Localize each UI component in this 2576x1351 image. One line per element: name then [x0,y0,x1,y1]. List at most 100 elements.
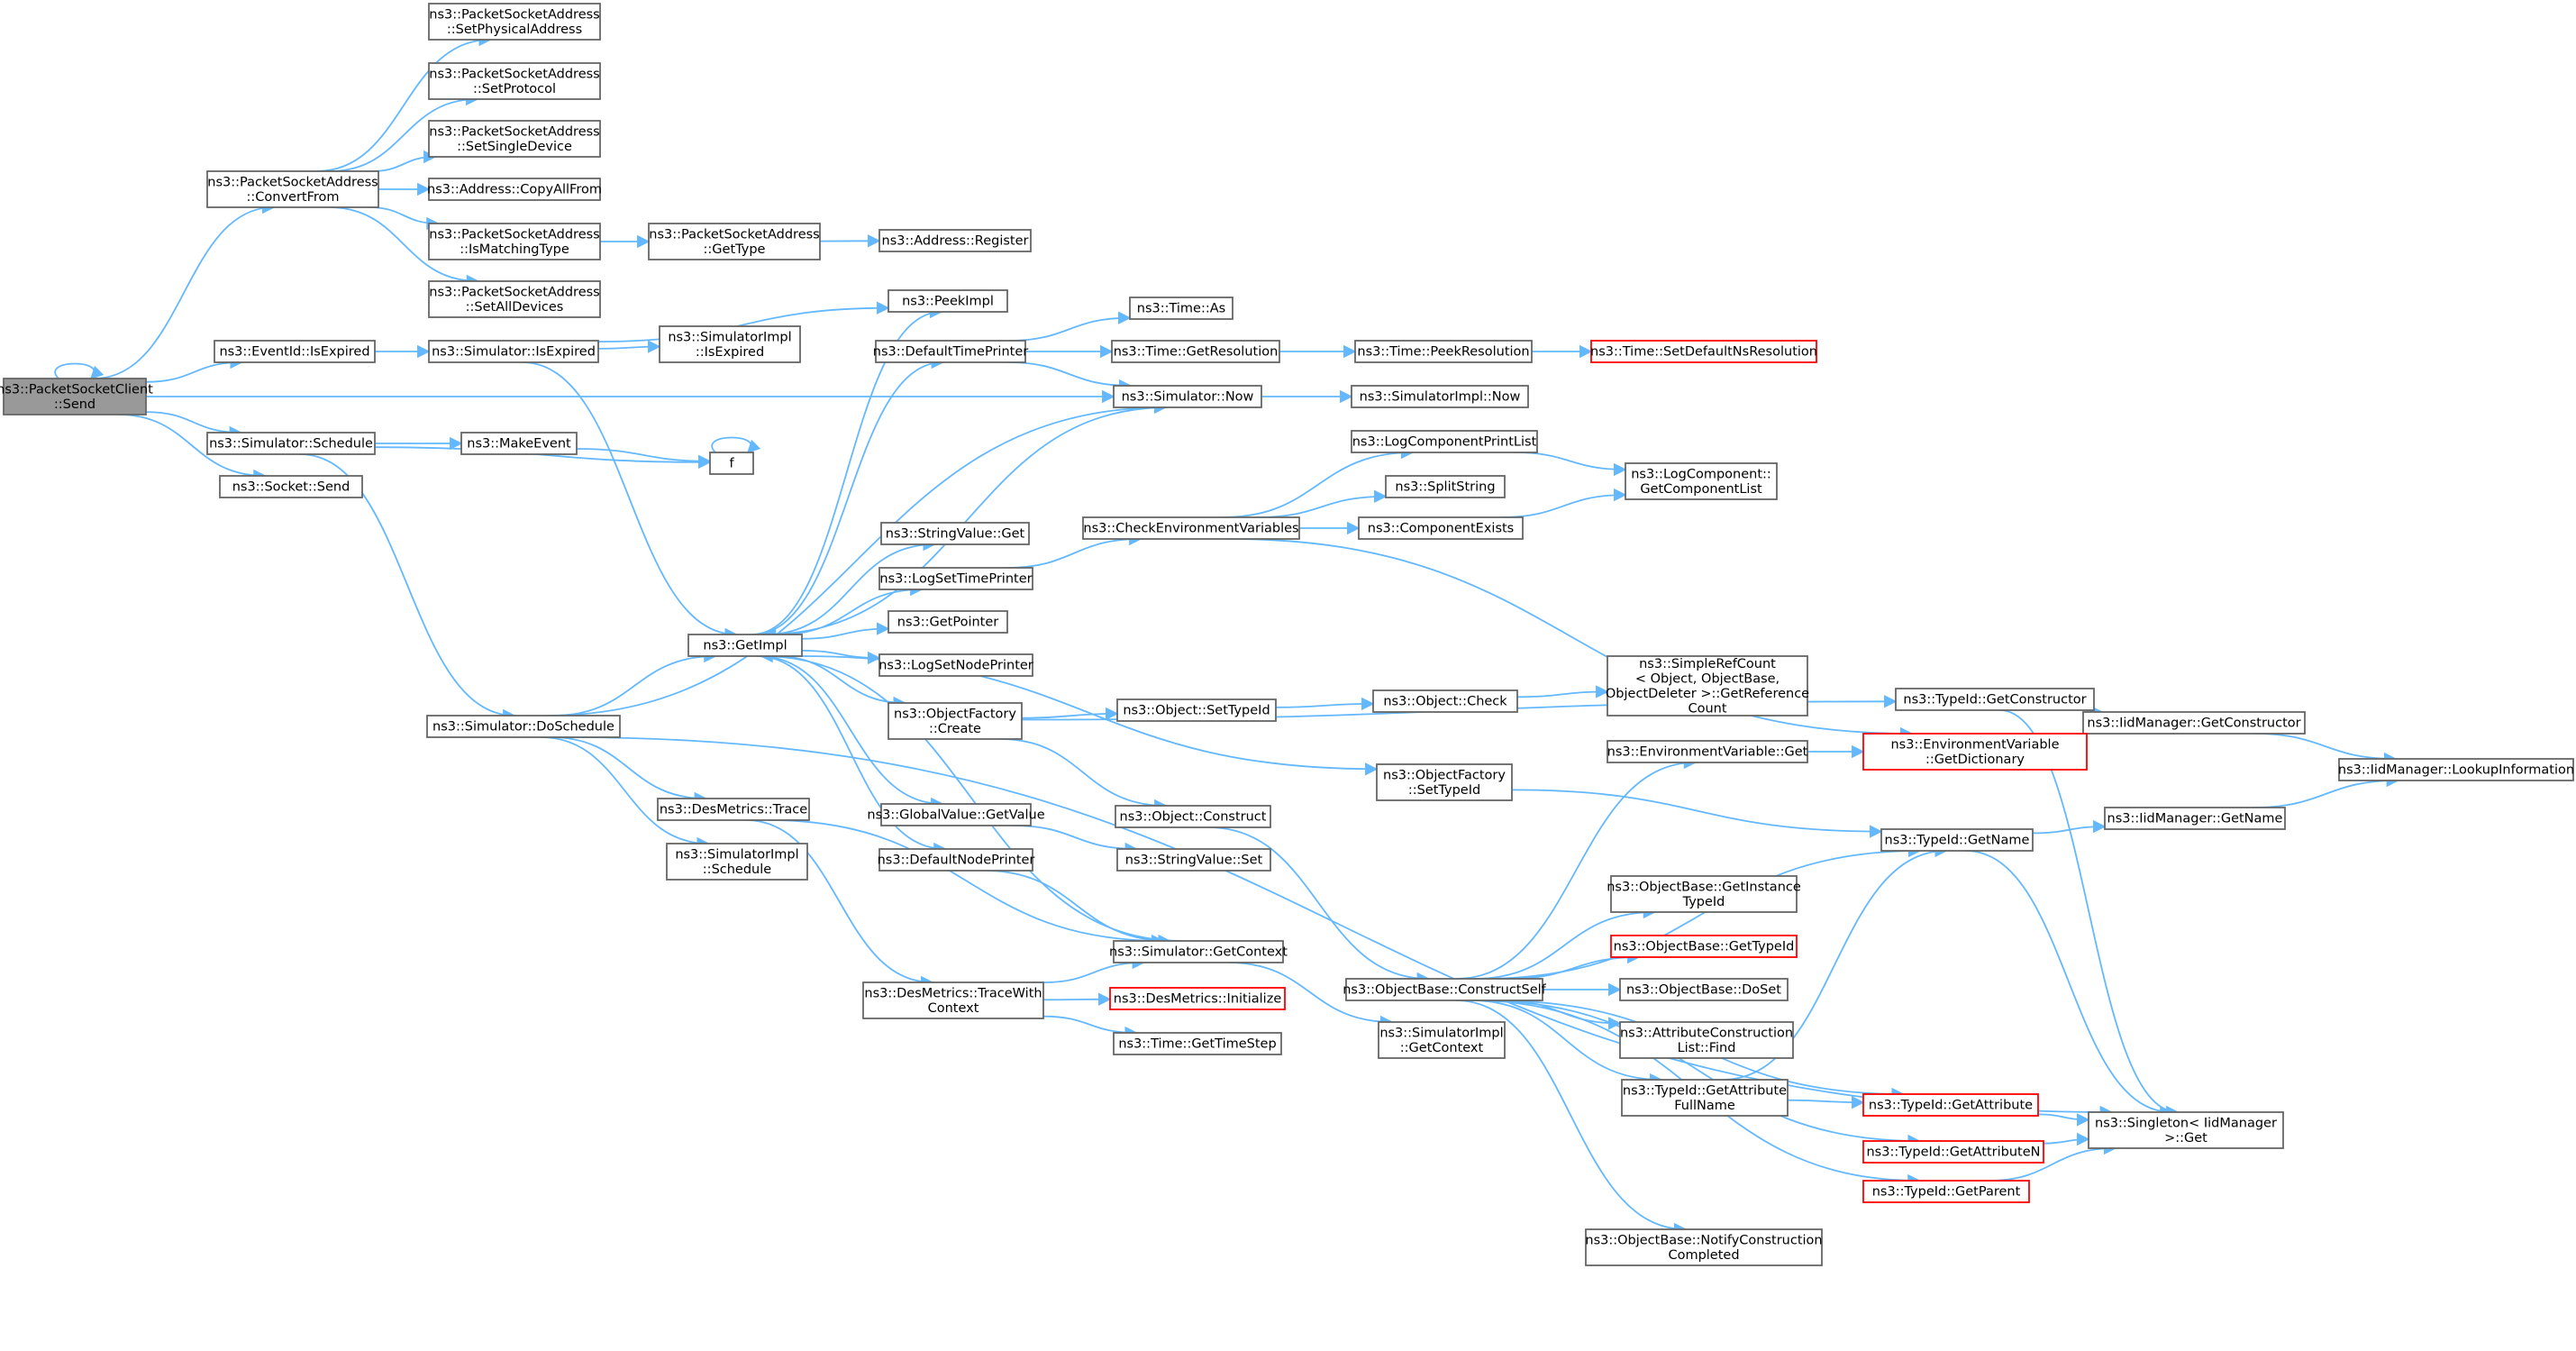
node-time-setdef[interactable]: ns3::Time::SetDefaultNsResolution [1590,340,1817,363]
node-comp-exists[interactable]: ns3::ComponentExists [1358,516,1524,540]
node-time-gettimestep[interactable]: ns3::Time::GetTimeStep [1113,1032,1282,1055]
node-objbase-doset[interactable]: ns3::ObjectBase::DoSet [1619,978,1789,1001]
edge-typeid_getname-to-iidmgr_getname [2032,819,2107,835]
node-desmetrics-init[interactable]: ns3::DesMetrics::Initialize [1109,987,1286,1010]
node-typeid-getctor[interactable]: ns3::TypeId::GetConstructor [1895,688,2095,711]
node-addr-register[interactable]: ns3::Address::Register [878,229,1032,252]
node-psa-setsingle[interactable]: ns3::PacketSocketAddress::SetSingleDevic… [428,120,601,158]
node-box [1862,733,2088,771]
node-object-check[interactable]: ns3::Object::Check [1372,689,1518,713]
node-simimpl-isexp[interactable]: ns3::SimulatorImpl::IsExpired [659,325,801,363]
node-box [460,432,578,455]
edge-send-to-eventid_isexp [145,355,243,383]
node-addr-copyall[interactable]: ns3::Address::CopyAllFrom [427,178,602,201]
node-psa-setphys[interactable]: ns3::PacketSocketAddress::SetPhysicalAdd… [428,3,601,41]
node-objbase-gettypeid[interactable]: ns3::ObjectBase::GetTypeId [1610,935,1798,958]
node-typeid-getattr[interactable]: ns3::TypeId::GetAttribute [1862,1093,2039,1117]
edge-send-to-send [54,362,105,380]
node-envvar-getdict[interactable]: ns3::EnvironmentVariable::GetDictionary [1862,733,2088,771]
node-label: ns3::IidManager::LookupInformation [2338,763,2574,778]
node-objfactory-settypeid[interactable]: ns3::ObjectFactory::SetTypeId [1376,763,1513,801]
node-time-as[interactable]: ns3::Time::As [1129,297,1233,320]
edge-sim_doschedule-to-desmetrics_trace [551,736,708,806]
node-box [887,289,1008,313]
node-psa-ismatch[interactable]: ns3::PacketSocketAddress::IsMatchingType [428,223,601,260]
node-sim-now[interactable]: ns3::Simulator::Now [1113,385,1262,408]
node-simplerefcount[interactable]: ns3::SimpleRefCount< Object, ObjectBase,… [1606,655,1809,717]
node-label: ns3::PacketSocketAddress [429,67,599,81]
node-f[interactable]: f [709,452,754,475]
node-objfactory-create[interactable]: ns3::ObjectFactory::Create [887,702,1023,740]
node-psa-setall[interactable]: ns3::PacketSocketAddress::SetAllDevices [428,280,601,318]
node-stringvalue-set[interactable]: ns3::StringValue::Set [1116,848,1271,872]
node-check-env[interactable]: ns3::CheckEnvironmentVariables [1082,516,1300,540]
node-default-tp[interactable]: ns3::DefaultTimePrinter [873,340,1028,363]
node-label: ns3::StringValue::Set [1125,854,1263,868]
node-time-getres[interactable]: ns3::Time::GetResolution [1111,340,1280,363]
node-box [880,522,1030,545]
node-eventid-isexp[interactable]: ns3::EventId::IsExpired [214,340,376,363]
node-psa-gettype[interactable]: ns3::PacketSocketAddress::GetType [648,223,821,260]
node-box [1351,430,1538,453]
node-desmetrics-trace[interactable]: ns3::DesMetrics::Trace [657,798,810,821]
node-getpointer[interactable]: ns3::GetPointer [887,610,1008,634]
node-logset-np[interactable]: ns3::LogSetNodePrinter [878,653,1033,677]
node-box [1862,1093,2039,1117]
node-time-peekres[interactable]: ns3::Time::PeekResolution [1354,340,1533,363]
node-typeid-getparent[interactable]: ns3::TypeId::GetParent [1862,1180,2030,1203]
edge-object_check-to-simplerefcount [1516,685,1609,698]
node-envvar-get[interactable]: ns3::EnvironmentVariable::Get [1607,740,1808,763]
node-box [878,567,1033,590]
node-iidmgr-lookup[interactable]: ns3::IidManager::LookupInformation [2338,758,2574,781]
node-label: ns3::SimulatorImpl [675,847,798,862]
node-sim-isexp[interactable]: ns3::Simulator::IsExpired [428,340,599,363]
node-label: ns3::PacketSocketClient [0,382,153,397]
node-iidmgr-getctor[interactable]: ns3::IidManager::GetConstructor [2082,711,2306,735]
node-psa-setproto[interactable]: ns3::PacketSocketAddress::SetProtocol [428,62,601,100]
node-simimpl-getctx[interactable]: ns3::SimulatorImpl::GetContext [1378,1021,1506,1059]
node-label: f [729,457,734,471]
node-simimpl-now[interactable]: ns3::SimulatorImpl::Now [1351,385,1529,408]
node-object-settypeid[interactable]: ns3::Object::SetTypeId [1116,698,1277,722]
node-label: ::SetProtocol [473,82,556,96]
edge-psa_convert-to-psa_ismatch [369,206,440,231]
node-socket-send[interactable]: ns3::Socket::Send [219,475,363,498]
edge-sim_now-to-getimpl [762,406,1169,642]
node-objbase-constructself[interactable]: ns3::ObjectBase::ConstructSelf [1343,978,1547,1001]
edge-typeid_getname-to-singleton_get [1965,850,2173,1119]
node-objbase-notify[interactable]: ns3::ObjectBase::NotifyConstructionCompl… [1585,1228,1823,1266]
node-box [1880,828,2034,852]
edge-objbase_constructself-to-typeid_getname [1481,844,1922,980]
node-send[interactable]: ns3::PacketSocketClient::Send [0,378,153,415]
node-typeid-getname[interactable]: ns3::TypeId::GetName [1880,828,2034,852]
node-box [709,452,754,475]
node-default-np[interactable]: ns3::DefaultNodePrinter [878,848,1035,872]
node-label: ns3::GlobalValue::GetValue [867,808,1044,823]
node-iidmgr-getname[interactable]: ns3::IidManager::GetName [2104,807,2286,830]
node-makeevent[interactable]: ns3::MakeEvent [460,432,578,455]
node-sim-doschedule[interactable]: ns3::Simulator::DoSchedule [426,715,621,738]
node-simimpl-schedule[interactable]: ns3::SimulatorImpl::Schedule [666,843,808,881]
node-getimpl[interactable]: ns3::GetImpl [687,634,803,657]
node-object-construct[interactable]: ns3::Object::Construct [1115,805,1271,828]
node-stringvalue-get[interactable]: ns3::StringValue::Get [880,522,1030,545]
node-logset-tp[interactable]: ns3::LogSetTimePrinter [878,567,1033,590]
node-singleton-get[interactable]: ns3::Singleton< IidManager>::Get [2088,1111,2284,1149]
node-splitstring[interactable]: ns3::SplitString [1385,475,1506,498]
node-typeid-getattrn[interactable]: ns3::TypeId::GetAttributeN [1862,1140,2044,1164]
node-sim-schedule[interactable]: ns3::Simulator::Schedule [206,432,376,455]
node-logcomp-getlist[interactable]: ns3::LogComponent::GetComponentList [1625,462,1778,500]
node-label: ns3::Singleton< IidManager [2095,1116,2277,1130]
edge-objbase_constructself-to-typeid_getattrn [1478,1000,1921,1148]
edge-default_tp-to-sim_now [1007,361,1133,393]
node-logcomp-printlist[interactable]: ns3::LogComponentPrintList [1351,430,1538,453]
node-globalvalue-get[interactable]: ns3::GlobalValue::GetValue [867,803,1045,826]
node-sim-getctx[interactable]: ns3::Simulator::GetContext [1109,940,1288,963]
node-psa-convert[interactable]: ns3::PacketSocketAddress::ConvertFrom [206,170,379,208]
node-label: ns3::LogComponentPrintList [1352,435,1537,450]
node-peekimpl[interactable]: ns3::PeekImpl [887,289,1008,313]
